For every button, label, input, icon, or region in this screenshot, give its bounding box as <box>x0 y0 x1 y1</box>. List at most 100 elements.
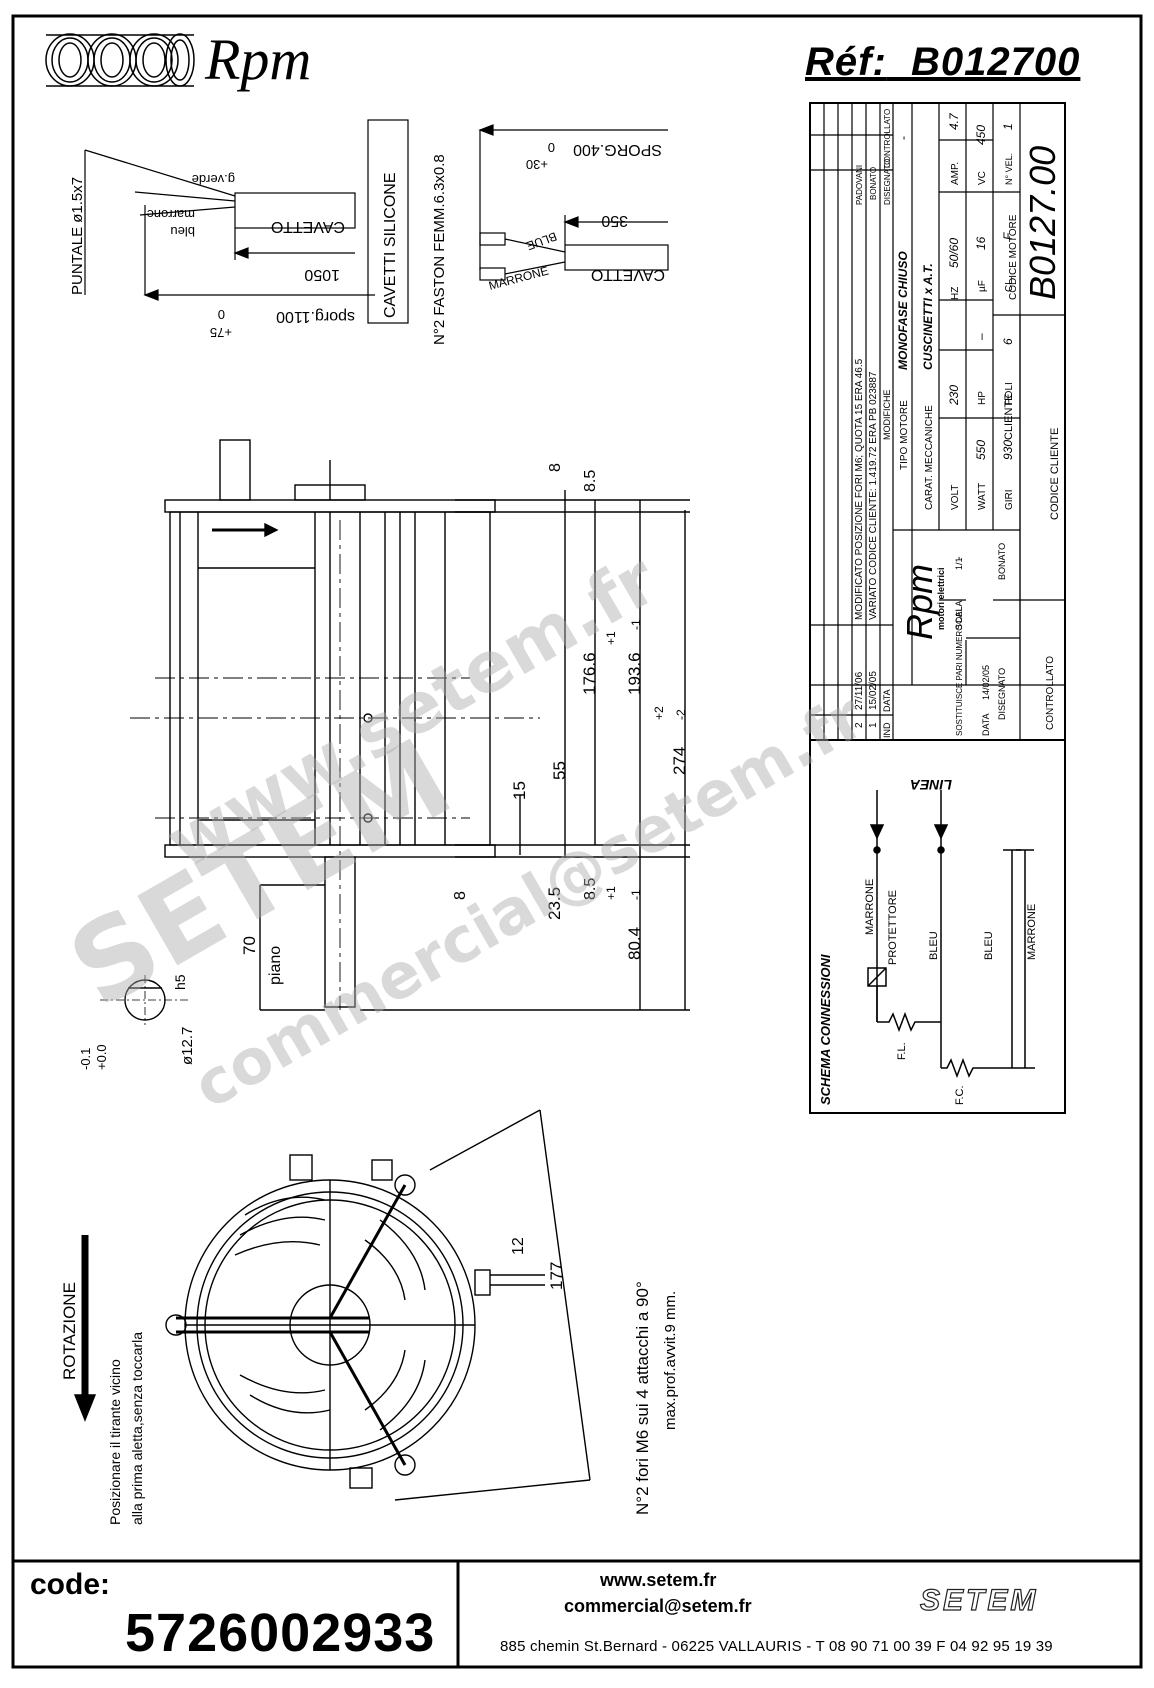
spec-amp-label: AMP. <box>950 162 961 185</box>
rotazione-label: ROTAZIONE <box>60 1282 79 1380</box>
disegnato-value: BONATO <box>997 543 1007 580</box>
mod-hdr-date: DATA <box>882 689 892 712</box>
dim-274: 274 <box>670 747 689 775</box>
wiring-bleu-1: BLEU <box>928 931 940 960</box>
cliente-label: CLIENTE <box>1003 394 1015 440</box>
wiring-diagram <box>809 739 1066 1114</box>
dim-177: 177 <box>547 1262 566 1290</box>
spec-cl-label: CL. <box>1004 276 1015 292</box>
reference-label: Réf: <box>805 40 887 84</box>
code-label: code: <box>30 1568 111 1601</box>
holes-note-1: N°2 fori M6 sui 4 attacchi a 90° <box>633 1281 652 1515</box>
spec-volt-value: 230 <box>947 385 961 406</box>
holes-note-2: max.prof.avvit.9 mm. <box>662 1291 679 1430</box>
cable-sporg-1100: sporg.1100 <box>276 308 355 325</box>
dim-70: 70 <box>240 936 259 955</box>
rpm-small-sub: motori elettrici <box>936 567 946 630</box>
carat-label: CARAT. MECCANICHE <box>924 405 935 510</box>
cable-marrone: marrone <box>147 207 195 222</box>
dim-12-7: ø12.7 <box>179 1027 196 1065</box>
spec-uf-label: µF <box>977 280 988 292</box>
spec-vc-value: 450 <box>974 125 988 145</box>
cable-sporg-400-tol: 0 <box>548 140 555 155</box>
spec-hz-value: 50/60 <box>947 238 961 268</box>
mod-1-date: 15/02/05 <box>868 671 879 710</box>
cable-sporg-400-tol-plus: +30 <box>526 157 548 172</box>
dim-193-6-tol-minus: -1 <box>629 619 643 630</box>
spec-hp-value: – <box>974 333 988 340</box>
brand-logo-text: Rpm <box>205 27 312 92</box>
cable-bleu: bleu <box>170 224 195 239</box>
sostituisce-dash: - <box>953 556 965 560</box>
spec-hp-label: HP <box>977 391 988 405</box>
dim-176-6: 176.6 <box>580 652 599 695</box>
wiring-marrone-2: MARRONE <box>1026 904 1038 960</box>
mod-2-text: MODIFICATO POSIZIONE FORI M6; QUOTA 15 E… <box>854 358 865 620</box>
spec-vc-label: VC <box>977 171 988 185</box>
cable-sporg-1100-tol-plus: +75 <box>210 325 232 340</box>
cable-sporg-400: SPORG.400 <box>573 141 662 158</box>
spec-poli-label: POLI <box>1004 382 1015 405</box>
reference-value: B012700 <box>911 40 1081 84</box>
tipo-dash: - <box>896 136 910 140</box>
wiring-linea: LINEA <box>910 777 952 793</box>
website-link[interactable]: www.setem.fr <box>600 1570 717 1590</box>
spec-vel-label: N° VEL. <box>1004 153 1014 185</box>
wiring-marrone-1: MARRONE <box>864 879 876 935</box>
email-link[interactable]: commercial@setem.fr <box>564 1596 752 1616</box>
dim-8-5-top: 8.5 <box>582 470 599 492</box>
data-label: DATA <box>981 713 991 736</box>
motor-side-view <box>100 439 690 1025</box>
dim-80-4-tol-plus: +1 <box>604 886 618 900</box>
spec-poli-value: 6 <box>1001 338 1015 345</box>
cable-detail-left <box>84 119 409 324</box>
spec-volt-label: VOLT <box>950 485 961 510</box>
dim-8-bottom: 8 <box>452 891 469 900</box>
cable-cavetto-right: CAVETTO <box>591 266 665 283</box>
reference-number: Réf: B012700 <box>805 40 1080 85</box>
spec-giri-value: 930 <box>1001 440 1015 460</box>
wiring-title: SCHEMA CONNESSIONI <box>818 954 833 1105</box>
sostituisce-label: SOSTITUISCE PARI NUMERO DEL <box>955 606 964 736</box>
cable-puntale: PUNTALE ø1.5x7 <box>69 177 86 295</box>
watermark: www.setem.fr SETEM commercial@setem.fr <box>49 538 877 1123</box>
controllato-label: CONTROLLATO <box>1045 656 1056 730</box>
cable-verde: g.verde <box>192 172 235 187</box>
data-value: 14/02/05 <box>981 665 991 700</box>
dim-55: 55 <box>550 761 569 780</box>
dim-8-top: 8 <box>547 463 564 472</box>
scala-value: 1/1 <box>954 557 964 570</box>
dim-h5: h5 <box>172 974 188 990</box>
note-line-1: Posizionare il tirante vicino <box>107 1359 123 1525</box>
drawing-labels: 2 27/11/06 MODIFICATO POSIZIONE FORI M6;… <box>60 109 1063 1525</box>
motor-front-view <box>73 1109 591 1501</box>
disegnato-label: DISEGNATO <box>997 668 1007 720</box>
code-value: 5726002933 <box>125 1603 436 1663</box>
cable-1050: 1050 <box>304 266 340 283</box>
dim-274-tol-plus: +2 <box>652 706 666 720</box>
dim-274-tol-minus: -2 <box>674 709 688 720</box>
dim-80-4-tol-minus: -1 <box>629 889 643 900</box>
wiring-bleu-2: BLEU <box>983 931 995 960</box>
mod-hdr-num: IND <box>882 722 892 738</box>
spec-giri-label: GIRI <box>1004 489 1015 510</box>
cable-350: 350 <box>601 212 628 229</box>
title-block <box>809 102 1066 1114</box>
dim-15: 15 <box>510 781 529 800</box>
frame-border <box>11 14 1143 1669</box>
dim-piano: piano <box>267 946 284 985</box>
cable-silicone-box: CAVETTI SILICONE <box>382 172 399 318</box>
dim-176-6-tol-plus: +1 <box>604 631 618 645</box>
mod-2-date: 27/11/06 <box>854 671 865 710</box>
cable-cavetto-left: CAVETTO <box>271 218 345 235</box>
cable-sporg-1100-tol: 0 <box>218 307 225 322</box>
mod-hdr-text: MODIFICHE <box>882 390 892 441</box>
dim-23-5: 23.5 <box>545 887 564 920</box>
wiring-fc: F.C. <box>954 1085 966 1105</box>
dim-8-5-bottom: 8.5 <box>582 878 599 900</box>
tipo-motore-label: TIPO MOTORE <box>899 400 910 470</box>
mod-1-num: 1 <box>868 722 879 728</box>
dim-80-4: 80.4 <box>625 927 644 960</box>
dim-shaft-tol-a: -0.1 <box>78 1048 93 1070</box>
